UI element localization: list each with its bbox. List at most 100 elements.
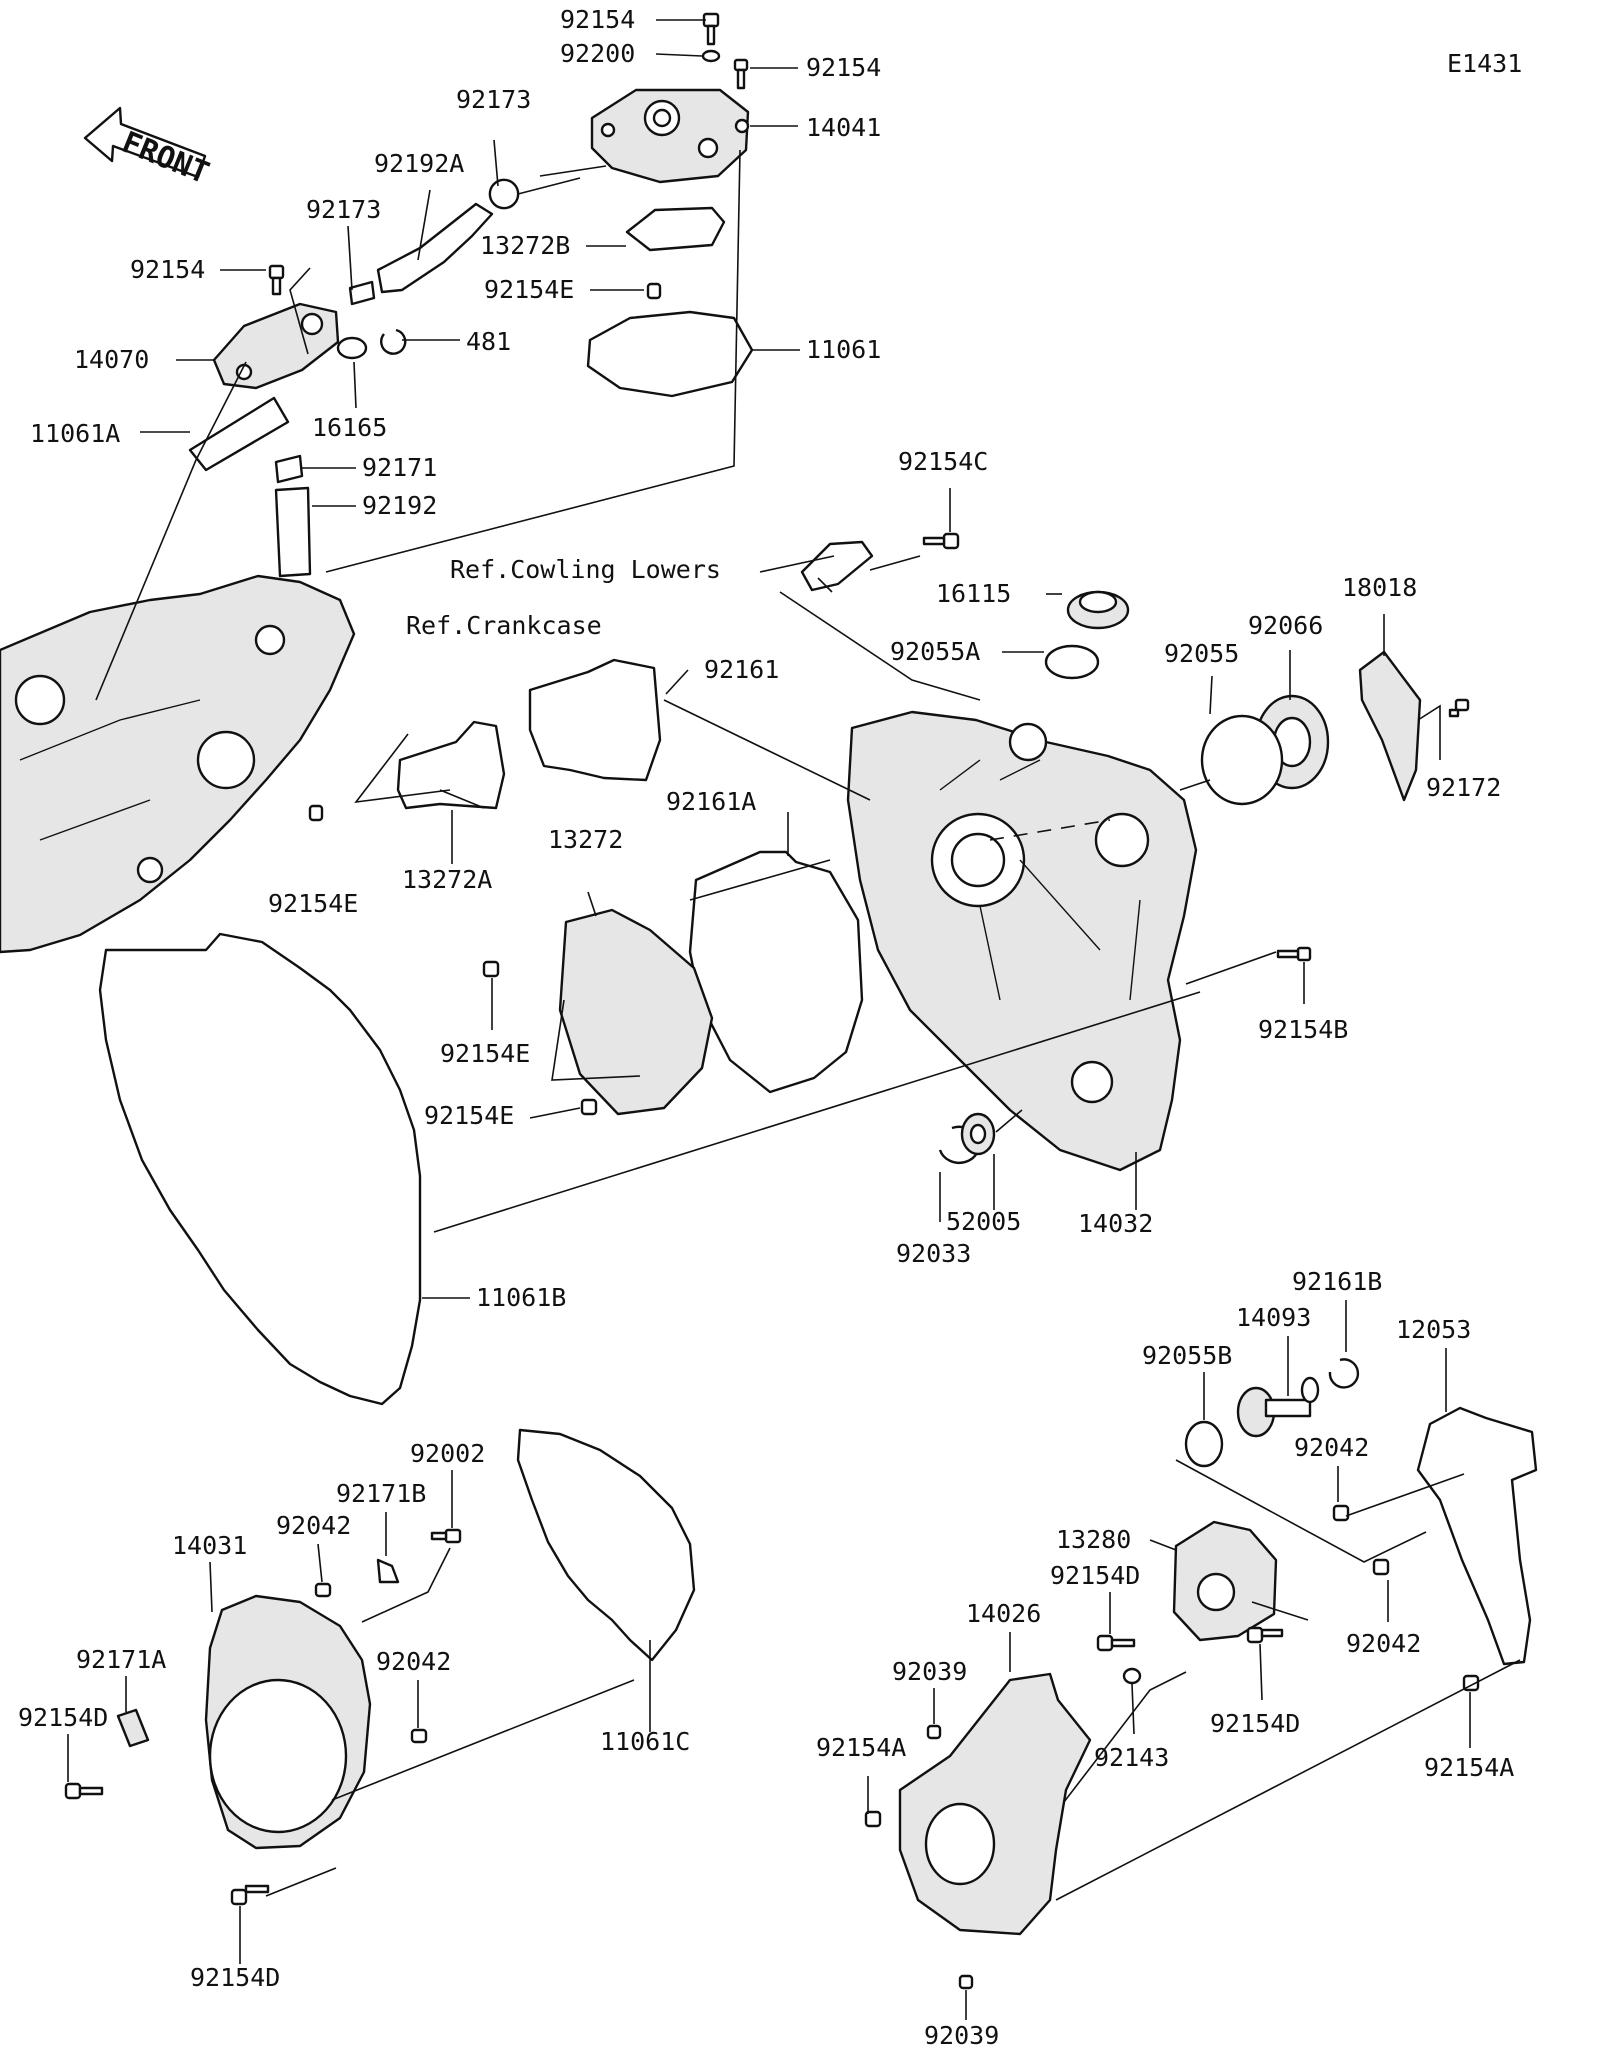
leader-lines [67,19,1471,2020]
bolt-92002 [430,1528,462,1544]
part-label: 14093 [1236,1303,1311,1332]
o-ring-92055A [1044,644,1100,680]
part-label: 92173 [306,195,381,224]
seal-52005 [960,1112,996,1156]
part-label: 92173 [456,85,531,114]
part-label: 92200 [560,39,635,68]
part-label: 14031 [172,1531,247,1560]
bolt-92154-left [268,264,285,296]
part-label: 92042 [276,1511,351,1540]
part-label: 92039 [924,2021,999,2050]
thermostat-cover-14041 [590,88,750,184]
part-label: 92042 [1346,1629,1421,1658]
part-label: 92171 [362,453,437,482]
part-label: 92154E [268,889,358,918]
bolt-92154D-left [64,1782,104,1800]
part-label: 92154E [424,1101,514,1130]
part-label: 92154A [1424,1753,1514,1782]
bolt-92154D-lower [230,1884,270,1906]
gasket-11061A [188,396,290,472]
dowel-92042-left-bottom [410,1728,428,1744]
insulator-92161A [688,850,864,1094]
gasket-13272B [625,206,726,252]
part-label: 13272B [480,231,570,260]
part-label: 92042 [376,1647,451,1676]
clamp-92171 [274,454,304,484]
hose-92192A [376,202,494,294]
crankcase-ref [0,574,356,954]
washer-92143 [1122,1667,1142,1685]
part-label: 14070 [74,345,149,374]
part-label: 92154 [130,255,205,284]
bolt-92154A-left [864,1810,882,1828]
dowel-92042-right-bottom [1372,1558,1390,1576]
dowel-92042-left-top [314,1582,332,1598]
part-label: 11061A [30,419,120,448]
bolt-92154E-guard-top [482,960,500,978]
part-label: 11061 [806,335,881,364]
part-label: 14026 [966,1599,1041,1628]
part-label: 92154C [898,447,988,476]
front-arrow-label: FRONT [117,125,214,191]
part-label: 16165 [312,413,387,442]
part-label: 16115 [936,579,1011,608]
clamp-92173-lower [348,280,376,306]
circlip-481 [380,328,407,355]
part-label: 11061B [476,1283,566,1312]
part-label: 52005 [946,1207,1021,1236]
plate-18018 [1358,650,1422,802]
thermostat-16165 [336,336,368,360]
gasket-11061B [98,932,422,1406]
bolt-92154-top [702,12,720,46]
pump-body-13280 [1172,1520,1278,1642]
part-label: 92154D [18,1703,108,1732]
thermostat-housing-14070 [212,302,340,390]
part-label: 481 [466,327,511,356]
part-label: 18018 [1342,573,1417,602]
front-arrow: FRONT [83,106,214,191]
part-label: 92161 [704,655,779,684]
rivet-92039-bottom [958,1974,974,1990]
shaft-14093 [1236,1376,1320,1438]
alternator-cover-14031 [204,1594,372,1850]
part-label: 92002 [410,1439,485,1468]
part-label: 92066 [1248,611,1323,640]
bracket-92171B [376,1558,400,1584]
bolt-92154E-guard-bottom [580,1098,598,1116]
part-label: 14032 [1078,1209,1153,1238]
o-ring-92055 [1200,714,1284,806]
bolt-92154C [922,532,960,550]
ref-cowling-lowers: Ref.Cowling Lowers [450,555,721,584]
cap-16115 [1066,590,1130,630]
callout-labels: Ref.Cowling Lowers Ref.Crankcase 92154 9… [18,5,1514,2050]
part-label: 12053 [1396,1315,1471,1344]
guard-13272 [558,908,714,1116]
part-label: 13280 [1056,1525,1131,1554]
part-label: 92154A [816,1733,906,1762]
part-label: 92161A [666,787,756,816]
circlip-92161B [1328,1358,1360,1389]
part-label: 13272A [402,865,492,894]
part-label: 14041 [806,113,881,142]
bolt-92154B [1276,946,1312,962]
bolt-92154-right [733,58,749,90]
part-label: 13272 [548,825,623,854]
part-label: 92055B [1142,1341,1232,1370]
part-label: 92171B [336,1479,426,1508]
part-label: 92154 [560,5,635,34]
bolt-92154E-top [646,282,662,300]
part-label: 92033 [896,1239,971,1268]
part-label: 92154B [1258,1015,1348,1044]
part-label: 92154D [190,1963,280,1992]
bolt-92154D-pump-left [1096,1634,1136,1652]
part-label: 92154D [1050,1561,1140,1590]
part-label: 92154 [806,53,881,82]
part-label: 92172 [1426,773,1501,802]
part-label: 92192 [362,491,437,520]
part-label: 92039 [892,1657,967,1686]
part-label: 92154D [1210,1709,1300,1738]
bolt-92172 [1448,698,1470,718]
hose-92192 [274,486,312,578]
part-label: 92055 [1164,639,1239,668]
part-label: 92192A [374,149,464,178]
